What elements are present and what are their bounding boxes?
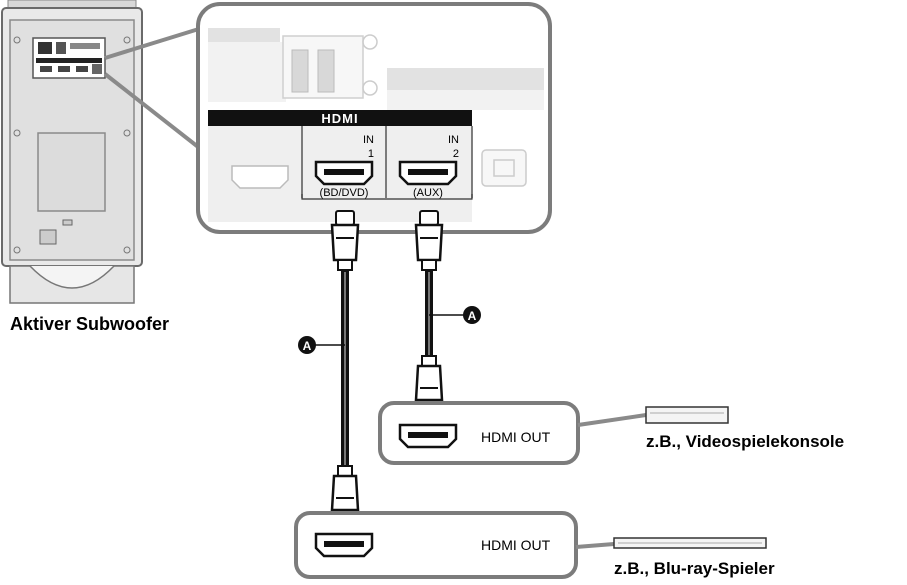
cable-2-marker: [463, 306, 481, 324]
bluray-player-caption: z.B., Blu-ray-Spieler: [614, 559, 775, 578]
hdmi-logo: HDMI: [321, 111, 358, 126]
hdmi-cable-1: [330, 210, 360, 525]
port-in2-label: IN: [448, 134, 459, 146]
callout-line-bottom: [103, 72, 204, 152]
subwoofer-illustration: [1, 0, 143, 304]
game-console-port-label: HDMI OUT: [481, 429, 551, 445]
terminal-panel: [196, 2, 552, 234]
bluray-player-callout-line: [575, 542, 615, 549]
game-console-callout-line: [577, 413, 647, 427]
callout-line-top: [104, 26, 203, 60]
port-in2-number: 2: [453, 148, 459, 160]
hdmi-cable-2: [414, 210, 444, 415]
port-in2-sublabel: (AUX): [413, 187, 443, 199]
cable-2-marker-letter: A: [468, 309, 477, 323]
subwoofer-label: Aktiver Subwoofer: [10, 314, 169, 334]
port-in1-label: IN: [363, 134, 374, 146]
game-console-icon: [645, 406, 729, 424]
cable-1-marker-letter: A: [303, 339, 312, 353]
port-in1-sublabel: (BD/DVD): [320, 187, 369, 199]
port-in1-number: 1: [368, 148, 374, 160]
bluray-player-port-label: HDMI OUT: [481, 537, 551, 553]
game-console-panel: [378, 401, 580, 465]
cable-1-marker: [298, 336, 316, 354]
bluray-player-icon: [613, 537, 767, 549]
game-console-caption: z.B., Videospielekonsole: [646, 432, 844, 451]
